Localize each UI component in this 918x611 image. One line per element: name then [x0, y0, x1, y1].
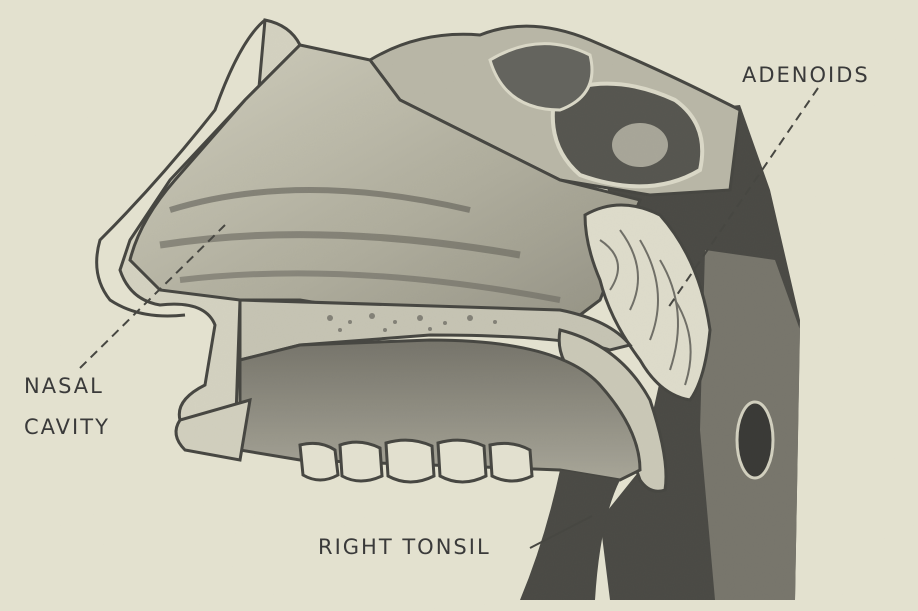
nasal-cavity-label-line1: NASAL — [24, 373, 104, 399]
adenoids-label: ADENOIDS — [742, 62, 870, 88]
nasal-cavity-label-line2: CAVITY — [24, 414, 110, 440]
right-tonsil-label: RIGHT TONSIL — [318, 534, 491, 560]
